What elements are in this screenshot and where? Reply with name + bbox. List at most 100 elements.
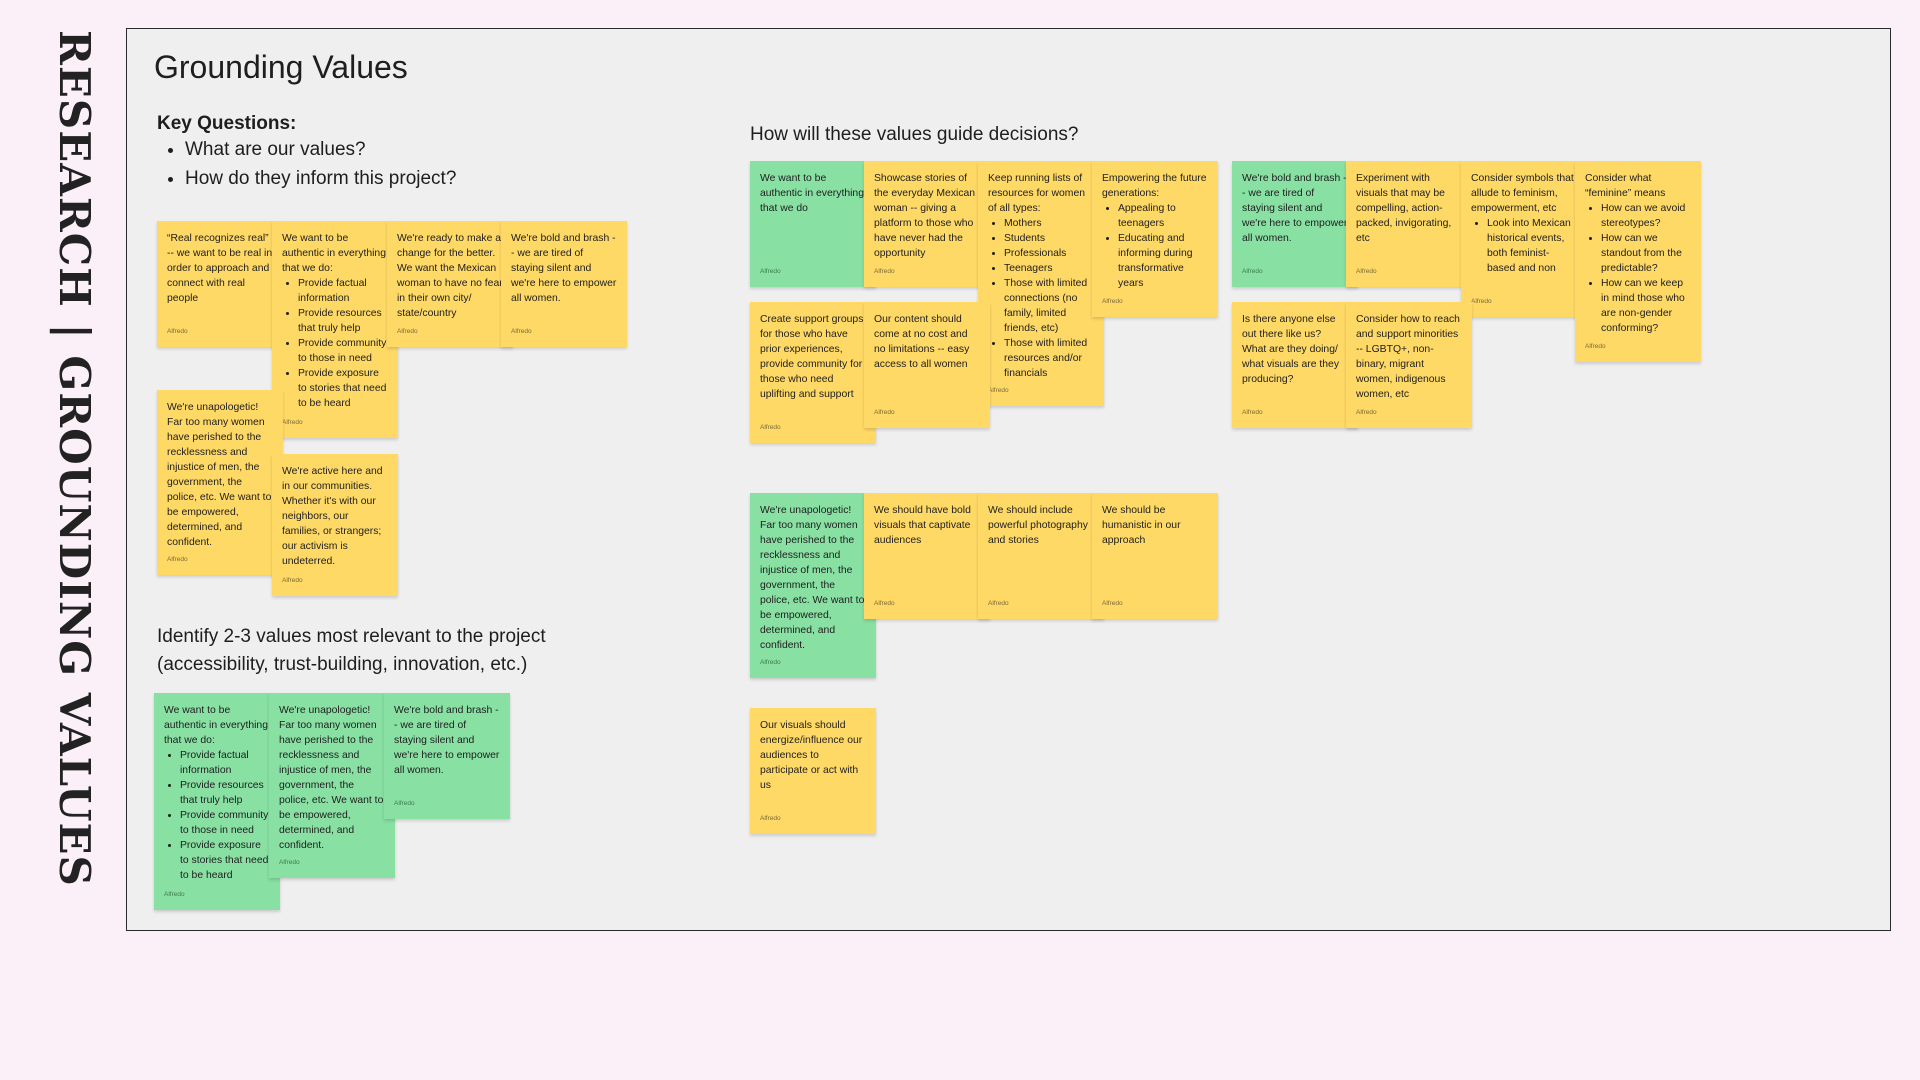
sticky-note-bullet: Look into Mexican historical events, bot…: [1487, 216, 1577, 276]
whiteboard-frame[interactable]: Grounding Values Key Questions: What are…: [126, 28, 1891, 931]
sticky-note-author: Alfredo: [282, 419, 303, 426]
sticky-note-yellow[interactable]: We're ready to make a change for the bet…: [387, 221, 513, 347]
sticky-note-bullet: Provide exposure to stories that need to…: [180, 838, 270, 883]
sticky-note-bullet: Provide community to those in need: [298, 336, 388, 366]
sticky-note-author: Alfredo: [1356, 409, 1377, 416]
sticky-note-text: Experiment with visuals that may be comp…: [1356, 173, 1452, 244]
sticky-note-author: Alfredo: [164, 891, 185, 898]
sticky-note-text: Consider what “feminine” means: [1585, 173, 1666, 199]
sticky-note-author: Alfredo: [988, 387, 1009, 394]
board-title: Grounding Values: [154, 49, 408, 85]
sticky-note-bullet: Provide resources that truly help: [180, 778, 270, 808]
sticky-note-text: We should be humanistic in our approach: [1102, 505, 1181, 546]
identify-values-heading-line2: (accessibility, trust-building, innovati…: [157, 654, 528, 675]
sticky-note-yellow[interactable]: Is there anyone else out there like us? …: [1232, 302, 1358, 428]
sticky-note-author: Alfredo: [511, 328, 532, 335]
vertical-page-title: RESEARCH | GROUNDING VALUES: [50, 30, 99, 887]
sticky-note-bullets: Provide factual informationProvide resou…: [164, 748, 270, 883]
sticky-note-text: Empowering the future generations:: [1102, 173, 1207, 199]
key-question-item: What are our values?: [185, 139, 456, 161]
sticky-note-text: We're unapologetic! Far too many women h…: [760, 505, 865, 651]
sticky-note-text: Create support groups for those who have…: [760, 314, 864, 400]
key-questions-title: Key Questions:: [157, 113, 297, 134]
sticky-note-text: We want to be authentic in everything th…: [760, 173, 864, 214]
identify-values-heading-line1: Identify 2-3 values most relevant to the…: [157, 626, 546, 647]
sticky-note-bullets: How can we avoid stereotypes?How can we …: [1585, 201, 1691, 336]
sticky-note-text: Is there anyone else out there like us? …: [1242, 314, 1340, 385]
sticky-note-bullet: How can we standout from the predictable…: [1601, 231, 1691, 276]
sticky-note-yellow[interactable]: We're active here and in our communities…: [272, 454, 398, 596]
sticky-note-yellow[interactable]: Consider how to reach and support minori…: [1346, 302, 1472, 428]
sticky-note-bullets: Appealing to teenagersEducating and info…: [1102, 201, 1208, 291]
sticky-note-author: Alfredo: [874, 600, 895, 607]
sticky-note-author: Alfredo: [1242, 409, 1263, 416]
sticky-note-author: Alfredo: [397, 328, 418, 335]
sticky-note-author: Alfredo: [874, 268, 895, 275]
sticky-note-author: Alfredo: [279, 859, 300, 866]
sticky-note-bullet: How can we keep in mind those who are no…: [1601, 276, 1691, 336]
sticky-note-bullet: How can we avoid stereotypes?: [1601, 201, 1691, 231]
sticky-note-author: Alfredo: [1102, 298, 1123, 305]
identify-values-heading: Identify 2-3 values most relevant to the…: [157, 623, 546, 679]
sticky-note-yellow[interactable]: Our content should come at no cost and n…: [864, 302, 990, 428]
sticky-note-author: Alfredo: [874, 409, 895, 416]
sticky-note-green[interactable]: We want to be authentic in everything th…: [750, 161, 876, 287]
sticky-note-yellow[interactable]: We should have bold visuals that captiva…: [864, 493, 990, 619]
sticky-note-text: We're bold and brash -- we are tired of …: [1242, 173, 1348, 244]
sticky-note-author: Alfredo: [760, 424, 781, 431]
key-questions-list: What are our values? How do they inform …: [157, 139, 456, 190]
sticky-note-author: Alfredo: [167, 556, 188, 563]
sticky-note-yellow[interactable]: Keep running lists of resources for wome…: [978, 161, 1104, 406]
sticky-note-yellow[interactable]: Empowering the future generations:Appeal…: [1092, 161, 1218, 317]
sticky-note-text: We're bold and brash -- we are tired of …: [511, 233, 617, 304]
sticky-note-bullet: Those with limited resources and/or fina…: [1004, 336, 1094, 381]
sticky-note-bullet: Those with limited connections (no famil…: [1004, 276, 1094, 336]
sticky-note-yellow[interactable]: Showcase stories of the everyday Mexican…: [864, 161, 990, 287]
sticky-note-yellow[interactable]: Consider what “feminine” meansHow can we…: [1575, 161, 1701, 362]
sticky-note-text: “Real recognizes real” -- we want to be …: [167, 233, 273, 304]
sticky-note-bullets: MothersStudentsProfessionalsTeenagersTho…: [988, 216, 1094, 381]
sticky-note-bullet: Provide exposure to stories that need to…: [298, 366, 388, 411]
sticky-note-yellow[interactable]: Create support groups for those who have…: [750, 302, 876, 443]
sticky-note-author: Alfredo: [167, 328, 188, 335]
sticky-note-author: Alfredo: [760, 815, 781, 822]
sticky-note-author: Alfredo: [1356, 268, 1377, 275]
sticky-note-green[interactable]: We're unapologetic! Far too many women h…: [750, 493, 876, 678]
sticky-note-author: Alfredo: [1242, 268, 1263, 275]
sticky-note-author: Alfredo: [1585, 343, 1606, 350]
sticky-note-author: Alfredo: [760, 659, 781, 666]
sticky-note-green[interactable]: We're bold and brash -- we are tired of …: [1232, 161, 1358, 287]
sticky-note-bullet: Teenagers: [1004, 261, 1094, 276]
sticky-note-bullets: Provide factual informationProvide resou…: [282, 276, 388, 411]
sticky-note-author: Alfredo: [394, 800, 415, 807]
key-questions: Key Questions: What are our values? How …: [157, 113, 456, 197]
sticky-note-text: We're active here and in our communities…: [282, 466, 383, 567]
sticky-note-text: We're unapologetic! Far too many women h…: [279, 705, 384, 851]
sticky-note-bullet: Students: [1004, 231, 1094, 246]
sticky-note-green[interactable]: We want to be authentic in everything th…: [154, 693, 280, 910]
sticky-note-yellow[interactable]: Experiment with visuals that may be comp…: [1346, 161, 1472, 287]
sticky-note-text: Showcase stories of the everyday Mexican…: [874, 173, 976, 259]
sticky-note-text: We're ready to make a change for the bet…: [397, 233, 503, 319]
sticky-note-yellow[interactable]: We want to be authentic in everything th…: [272, 221, 398, 438]
sticky-note-bullet: Provide resources that truly help: [298, 306, 388, 336]
sticky-note-yellow[interactable]: We should include powerful photography a…: [978, 493, 1104, 619]
sticky-note-green[interactable]: We're unapologetic! Far too many women h…: [269, 693, 395, 878]
sticky-note-author: Alfredo: [1471, 298, 1492, 305]
guide-decisions-heading: How will these values guide decisions?: [750, 124, 1079, 145]
sticky-note-text: We want to be authentic in everything th…: [282, 233, 386, 274]
sticky-note-bullet: Professionals: [1004, 246, 1094, 261]
sticky-note-yellow[interactable]: “Real recognizes real” -- we want to be …: [157, 221, 283, 347]
sticky-note-text: We should include powerful photography a…: [988, 505, 1088, 546]
sticky-note-text: We should have bold visuals that captiva…: [874, 505, 971, 546]
sticky-note-bullets: Look into Mexican historical events, bot…: [1471, 216, 1577, 276]
sticky-note-green[interactable]: We're bold and brash -- we are tired of …: [384, 693, 510, 819]
sticky-note-yellow[interactable]: We're unapologetic! Far too many women h…: [157, 390, 283, 575]
key-question-item: How do they inform this project?: [185, 168, 456, 190]
sticky-note-yellow[interactable]: We're bold and brash -- we are tired of …: [501, 221, 627, 347]
sticky-note-text: Consider how to reach and support minori…: [1356, 314, 1460, 400]
sticky-note-yellow[interactable]: Our visuals should energize/influence ou…: [750, 708, 876, 834]
sticky-note-text: Consider symbols that allude to feminism…: [1471, 173, 1574, 214]
sticky-note-yellow[interactable]: Consider symbols that allude to feminism…: [1461, 161, 1587, 317]
